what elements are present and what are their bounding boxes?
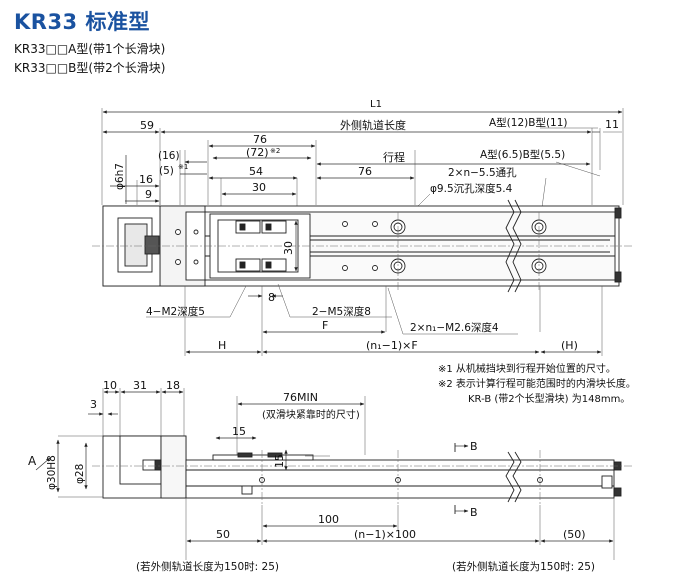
callout-through-hole: 2×n−5.5通孔 <box>448 166 517 179</box>
page-title: KR33 标准型 <box>14 10 150 34</box>
dim-phi28: φ28 <box>74 464 86 484</box>
dim-3: 3 <box>90 398 97 411</box>
dim-n100: (n−1)×100 <box>354 528 416 541</box>
dim-76min-note: (双滑块紧靠时的尺寸) <box>262 408 360 421</box>
note-1: ※1 从机械挡块到行程开始位置的尺寸。 <box>438 362 616 375</box>
dim-phi30h8: φ30H8 <box>46 455 58 490</box>
dim-F: F <box>322 319 328 332</box>
note-2: ※2 表示计算行程可能范围时的内滑块长度。 <box>438 377 636 390</box>
side-view: 10 31 18 3 76MIN (双滑块紧靠时的尺寸) 15 <box>28 379 632 573</box>
note-mark-x2: ※2 <box>270 147 280 155</box>
dim-76: 76 <box>253 133 267 146</box>
section-mark-B-top: B <box>470 440 478 453</box>
dim-16-paren: (16) <box>158 150 180 162</box>
footnote-right: (若外侧轨道长度为150时: 25) <box>452 560 595 573</box>
dim-H-paren: (H) <box>561 339 578 352</box>
callout-m26: 2×n₁−M2.6深度4 <box>410 321 499 334</box>
dim-n1F: (n₁−1)×F <box>366 339 418 352</box>
dim-L1: L1 <box>370 99 382 110</box>
dim-outer-rail-length: 外侧轨道长度 <box>340 118 406 132</box>
dim-16: 16 <box>139 173 153 186</box>
dim-18: 18 <box>166 379 180 392</box>
dim-15v: 15 <box>273 454 286 468</box>
dim-8: 8 <box>268 291 275 304</box>
dim-50: 50 <box>216 528 230 541</box>
dim-ab-12-11: A型(12)B型(11) <box>489 116 568 129</box>
subtitle-type-b: KR33□□B型(带2个长滑块) <box>14 61 166 75</box>
dim-59: 59 <box>140 119 154 132</box>
dim-5-paren: (5) <box>159 165 174 177</box>
dim-15: 15 <box>232 425 246 438</box>
callout-counterbore: φ9.5沉孔深度5.4 <box>430 182 513 195</box>
view-label-A: A <box>28 454 37 468</box>
section-mark-B-bottom: B <box>470 506 478 519</box>
dim-30: 30 <box>252 181 266 194</box>
top-view: L1 59 外侧轨道长度 A型(12)B型(11) 11 76 (72) ※2 … <box>92 99 632 356</box>
dim-9: 9 <box>145 188 152 201</box>
dim-31: 31 <box>133 379 147 392</box>
dim-50-paren: (50) <box>563 528 586 541</box>
dim-76b: 76 <box>358 165 372 178</box>
dim-H: H <box>218 339 226 352</box>
dim-100: 100 <box>318 513 339 526</box>
dim-stroke: 行程 <box>383 151 405 164</box>
dim-ab-65-55: A型(6.5)B型(5.5) <box>480 148 565 161</box>
dim-30v: 30 <box>282 241 295 255</box>
dim-72: (72) <box>246 146 269 159</box>
note-mark-x1: ※1 <box>178 163 188 171</box>
dim-11: 11 <box>605 118 619 131</box>
subtitle-type-a: KR33□□A型(带1个长滑块) <box>14 42 166 56</box>
footnote-left: (若外侧轨道长度为150时: 25) <box>136 560 279 573</box>
dim-phi6h7: φ6h7 <box>114 163 126 190</box>
callout-m5: 2−M5深度8 <box>312 305 371 318</box>
note-3: KR-B (带2个长型滑块) 为148mm。 <box>468 392 630 405</box>
callout-m2: 4−M2深度5 <box>146 305 205 318</box>
dim-10: 10 <box>103 379 117 392</box>
dim-54: 54 <box>249 165 263 178</box>
notes: ※1 从机械挡块到行程开始位置的尺寸。 ※2 表示计算行程可能范围时的内滑块长度… <box>438 362 636 405</box>
dim-76min: 76MIN <box>283 391 318 404</box>
